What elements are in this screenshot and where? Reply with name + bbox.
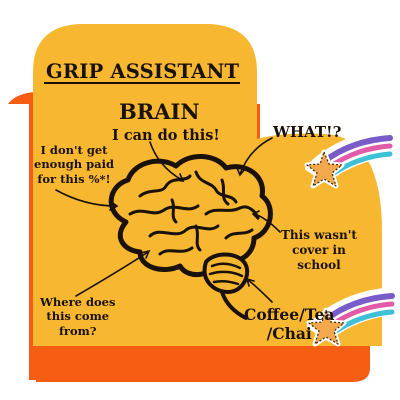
- brain-icon: [108, 154, 273, 320]
- thought-line: Coffee/Tea: [244, 305, 335, 324]
- arrow-coffee-head: [245, 277, 255, 287]
- shooting-star-icon: [304, 129, 397, 189]
- arrow-where-head: [140, 249, 151, 259]
- thought-not-paid: I don't get enough paid for this %*!: [34, 143, 114, 186]
- arrow-where: [75, 251, 149, 297]
- arrow-what-head: [236, 167, 246, 177]
- thought-school: This wasn't cover in school: [281, 228, 357, 273]
- arrow-what: [239, 137, 273, 175]
- thought-where: Where does this come from?: [40, 295, 115, 338]
- thought-line: school: [297, 258, 341, 272]
- thought-line: This wasn't: [281, 228, 357, 242]
- arrow-school-head: [251, 210, 260, 220]
- thought-line: for this %*!: [37, 171, 111, 186]
- arrow-brain: [149, 141, 183, 181]
- brain-subheading: I can do this!: [112, 127, 220, 144]
- brain-heading: BRAIN: [119, 99, 200, 124]
- arrow-not-paid: [55, 189, 117, 207]
- shooting-star-icon: [306, 287, 399, 347]
- thought-coffee: Coffee/Tea /Chai: [244, 305, 334, 344]
- poster-title: GRIP ASSISTANT: [46, 60, 240, 83]
- thought-line: this come: [46, 309, 110, 324]
- thought-line: cover in: [292, 243, 346, 257]
- thought-line: I don't get: [40, 143, 108, 157]
- thought-line: enough paid: [34, 157, 115, 172]
- thought-line: /Chai: [266, 324, 312, 344]
- arrow-brain-head: [175, 173, 185, 182]
- thought-what: WHAT!?: [273, 123, 342, 141]
- arrow-coffee: [247, 279, 273, 303]
- thought-line: Where does: [40, 295, 116, 309]
- thought-arrows: [55, 137, 281, 303]
- arrow-not-paid-head: [109, 200, 119, 211]
- thought-line: from?: [58, 323, 97, 338]
- arrow-school: [253, 213, 281, 233]
